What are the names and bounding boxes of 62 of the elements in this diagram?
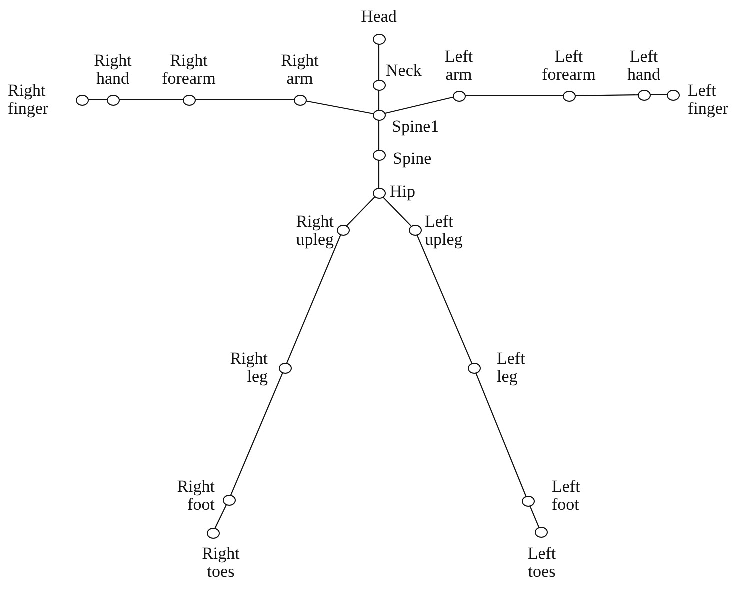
- bone-line: [378, 120, 380, 150]
- joint-label: Right finger: [8, 82, 50, 118]
- joint-circle: [182, 94, 196, 106]
- joint-label: Left upleg: [425, 213, 464, 249]
- joint-label: Right toes: [201, 545, 241, 581]
- joint-label: Left toes: [526, 545, 558, 581]
- joint-label: Spine: [393, 150, 433, 168]
- joint-label: Neck: [386, 62, 423, 80]
- bone-line: [384, 96, 454, 114]
- joint-label: Right arm: [280, 52, 320, 88]
- joint-circle: [278, 362, 292, 374]
- bone-line: [416, 234, 472, 364]
- bone-line: [382, 196, 412, 226]
- joint-label: Left hand: [626, 48, 662, 84]
- joint-circle: [372, 80, 386, 90]
- bone-line: [575, 94, 638, 96]
- joint-circle: [372, 34, 386, 44]
- bone-line: [346, 196, 376, 226]
- joint-label: Right foot: [176, 478, 215, 514]
- joint-label: Right leg: [229, 350, 268, 386]
- joint-circle: [372, 188, 386, 198]
- joint-label: Left finger: [688, 82, 730, 118]
- joint-label: Left arm: [444, 48, 474, 84]
- bone-line: [214, 504, 228, 529]
- joint-label: Hip: [390, 183, 416, 201]
- joint-circle: [408, 224, 422, 236]
- joint-circle: [666, 90, 680, 100]
- joint-circle: [294, 94, 306, 106]
- bone-line: [378, 160, 380, 188]
- bone-line: [119, 99, 183, 101]
- bone-line: [286, 234, 342, 364]
- joint-circle: [522, 496, 534, 506]
- joint-label: Right hand: [93, 52, 133, 88]
- joint-circle: [468, 362, 480, 374]
- joint-label: Left foot: [552, 478, 582, 514]
- bone-line: [195, 99, 294, 101]
- joint-label: Left leg: [497, 350, 526, 386]
- joint-circle: [372, 150, 386, 160]
- bone-line: [378, 44, 380, 80]
- joint-label: Right upleg: [295, 213, 334, 249]
- joint-label: Head: [360, 8, 398, 26]
- bone-line: [465, 95, 563, 97]
- bone-line: [378, 90, 380, 110]
- joint-circle: [336, 224, 350, 236]
- bone-line: [88, 99, 107, 101]
- joint-circle: [534, 526, 548, 538]
- joint-circle: [222, 494, 236, 506]
- bone-line: [529, 506, 540, 528]
- joint-circle: [206, 528, 220, 538]
- bone-line: [230, 372, 284, 496]
- bone-line: [306, 100, 374, 114]
- joint-label: Spine1: [392, 118, 440, 136]
- bone-line: [650, 94, 667, 96]
- joint-circle: [76, 94, 88, 106]
- joint-circle: [372, 110, 386, 120]
- joint-circle: [106, 94, 120, 106]
- joint-circle: [638, 90, 650, 100]
- joint-circle: [562, 90, 576, 102]
- bone-line: [475, 372, 527, 496]
- joint-label: Right forearm: [161, 52, 217, 88]
- joint-label: Left forearm: [541, 48, 597, 84]
- joint-circle: [452, 90, 466, 102]
